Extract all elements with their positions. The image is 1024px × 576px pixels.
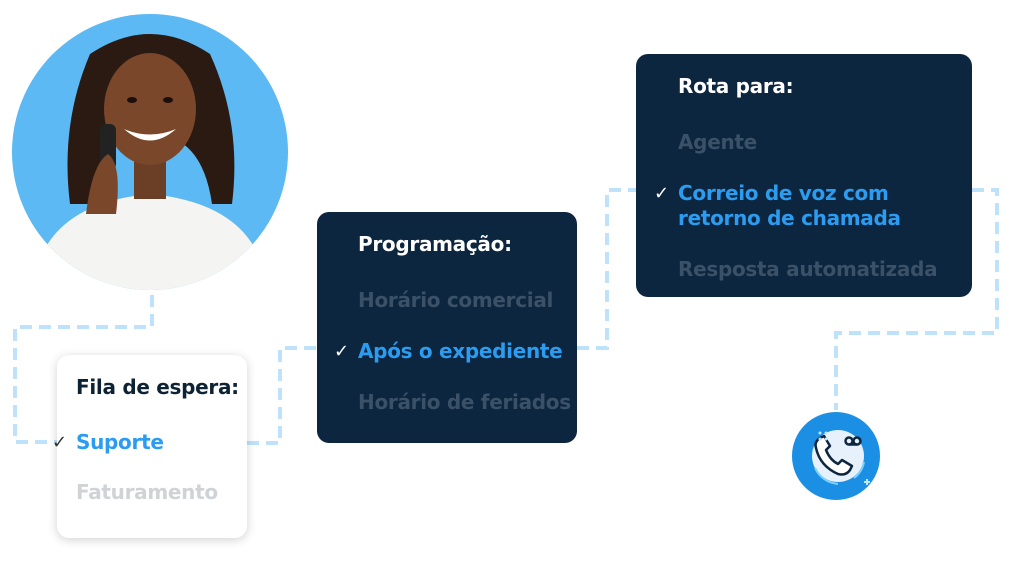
check-icon: ✓ xyxy=(334,341,349,362)
phone-voicemail-icon xyxy=(812,430,870,485)
schedule-option-holidays[interactable]: Horário de feriados xyxy=(358,390,571,414)
route-option-automated-response[interactable]: Resposta automatizada xyxy=(678,257,938,281)
connector-queue-to-schedule xyxy=(247,346,318,445)
schedule-option-after-hours[interactable]: ✓Após o expediente xyxy=(334,339,563,363)
voicemail-phone-badge xyxy=(792,412,880,500)
queue-card: Fila de espera: ✓Suporte Faturamento xyxy=(52,355,247,538)
schedule-option-business-hours[interactable]: Horário comercial xyxy=(358,288,554,312)
route-card-title: Rota para: xyxy=(678,74,794,98)
check-icon: ✓ xyxy=(52,432,67,453)
route-card: Rota para: Agente ✓Correio de voz com re… xyxy=(636,54,972,297)
caller-photo xyxy=(12,14,288,290)
schedule-card: Programação: Horário comercial ✓Após o e… xyxy=(317,212,577,443)
queue-option-faturamento[interactable]: Faturamento xyxy=(76,480,218,504)
woman-on-phone-illustration xyxy=(32,34,268,290)
route-option-voicemail-callback[interactable]: ✓Correio de voz com retorno de chamada xyxy=(654,181,901,230)
queue-card-title: Fila de espera: xyxy=(76,375,239,399)
connector-photo-to-queue xyxy=(13,295,154,444)
check-icon: ✓ xyxy=(654,183,669,204)
queue-option-suporte[interactable]: ✓Suporte xyxy=(52,430,164,454)
connector-schedule-to-route xyxy=(577,188,637,350)
route-option-agent[interactable]: Agente xyxy=(678,130,757,154)
schedule-card-title: Programação: xyxy=(358,232,512,256)
